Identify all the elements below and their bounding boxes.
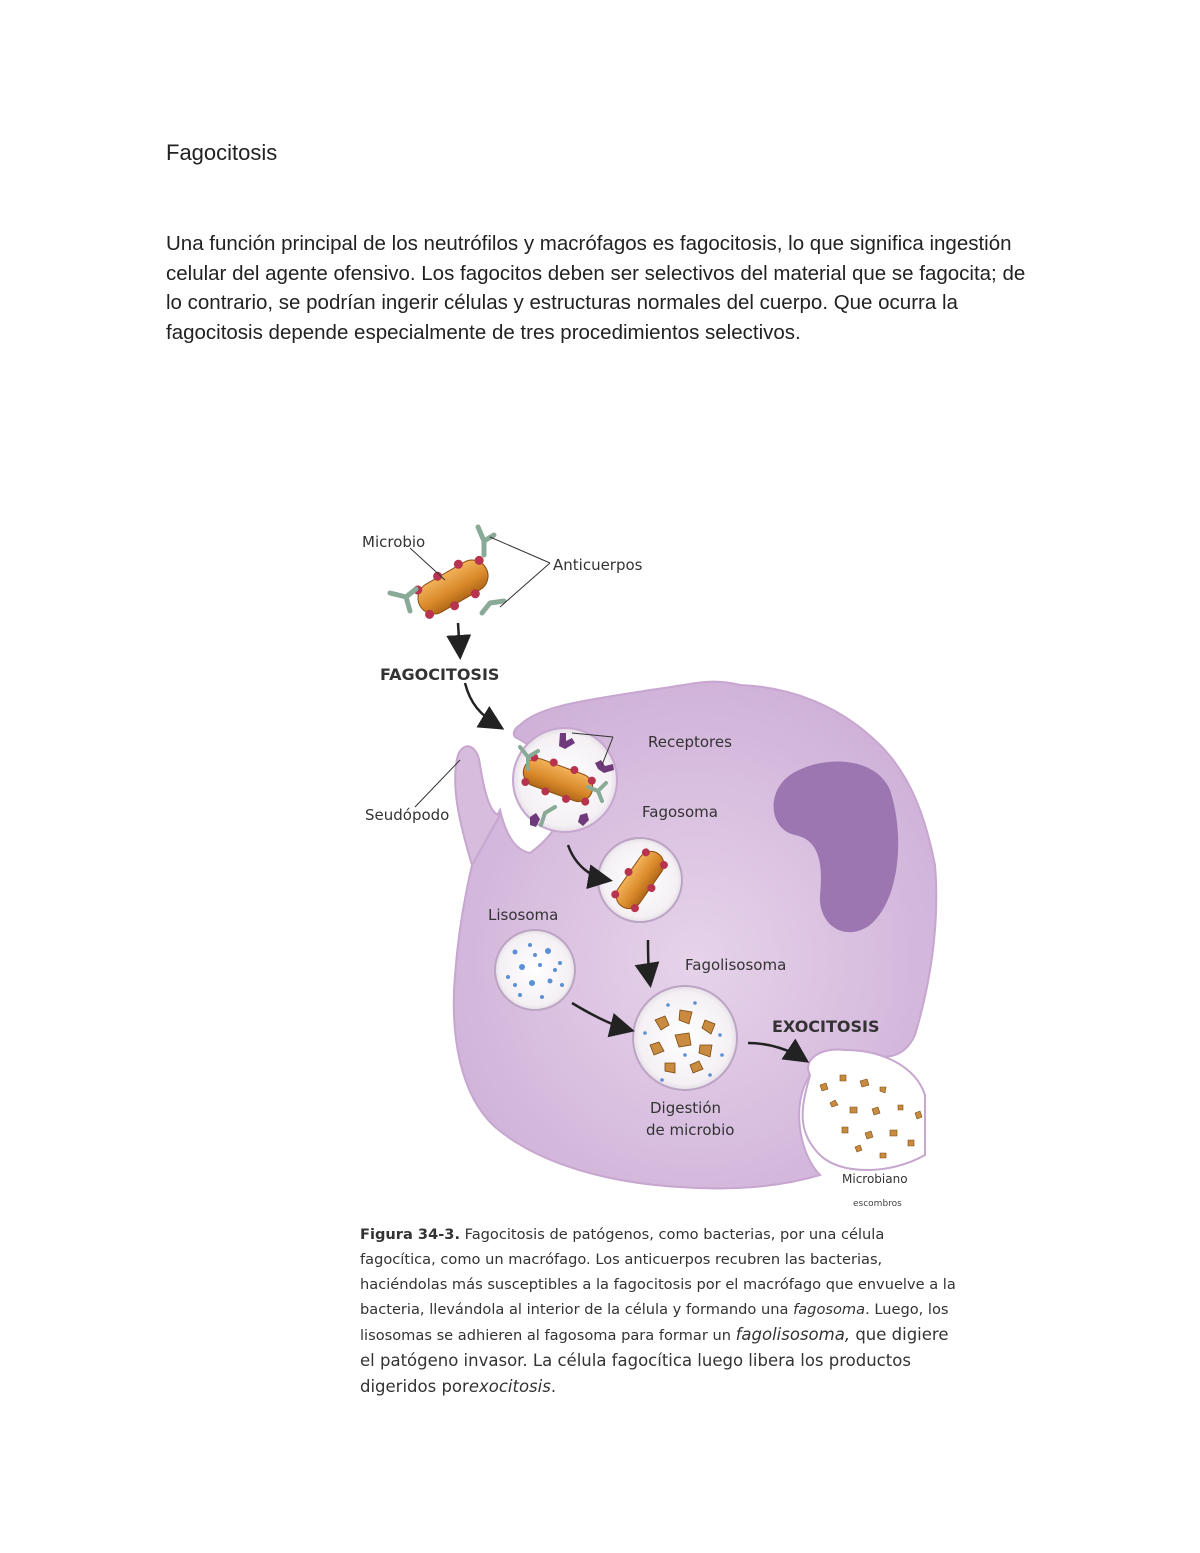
- caption-text-1: Fagocitosis de patógenos, como bacterias…: [360, 1226, 956, 1318]
- caption-lead: Figura 34-3.: [360, 1226, 460, 1243]
- label-digestion-line1: Digestión: [650, 1099, 721, 1117]
- label-microbio: Microbio: [362, 533, 425, 551]
- body-paragraph: Una función principal de los neutrófilos…: [166, 232, 1026, 344]
- caption-text-3: que digiere el patógeno invasor. La célu…: [360, 1325, 949, 1396]
- exocytosis-pocket: [801, 1048, 926, 1171]
- microbial-debris: [819, 1074, 923, 1159]
- caption-text-4: .: [550, 1377, 557, 1396]
- phagocytosis-diagram: Microbio Anticuerpos FAGOCITOSIS Recepto…: [362, 524, 938, 1209]
- caption-italic-2: fagolisosoma,: [735, 1325, 851, 1344]
- nucleus: [773, 761, 899, 933]
- figure-caption: Figura 34-3. Fagocitosis de patógenos, c…: [360, 1222, 960, 1400]
- lysosome: [494, 929, 576, 1011]
- caption-text-2: . Luego, los lisosomas se adhieren al fa…: [360, 1301, 949, 1344]
- free-microbe: [413, 555, 489, 619]
- label-lisosoma: Lisosoma: [488, 906, 558, 924]
- label-fagolisosoma: Fagolisosoma: [685, 956, 786, 974]
- pointer-lines: [409, 536, 614, 808]
- caption-italic-3: exocitosis: [468, 1377, 551, 1396]
- caption-italic-1: fagosoma: [793, 1301, 866, 1318]
- phagocytosis-figure: Microbio Anticuerpos FAGOCITOSIS Recepto…: [350, 515, 960, 1215]
- receptor-icons: [530, 733, 614, 827]
- label-microbiano: Microbiano: [842, 1172, 908, 1186]
- label-exocitosis: EXOCITOSIS: [772, 1017, 880, 1036]
- phagolysosome-dots: [643, 1001, 724, 1082]
- label-anticuerpos: Anticuerpos: [553, 556, 643, 574]
- antibody-icons: [518, 745, 608, 827]
- free-antibodies: [387, 524, 507, 616]
- phagosome-bacterium: [611, 848, 668, 913]
- label-digestion-line2: de microbio: [646, 1121, 734, 1139]
- page-title: Fagocitosis: [166, 140, 278, 165]
- pocket-bacterium: [521, 753, 596, 806]
- label-escombros: escombros: [853, 1199, 902, 1209]
- label-seudopodo: Seudópodo: [365, 806, 449, 824]
- process-arrows: [446, 622, 810, 1063]
- lysosome-dots: [506, 943, 564, 999]
- label-fagocitosis: FAGOCITOSIS: [380, 665, 499, 684]
- label-fagosoma: Fagosoma: [642, 803, 718, 821]
- pseudopod: [454, 745, 502, 868]
- label-receptores: Receptores: [648, 733, 732, 751]
- digested-fragments: [649, 1009, 716, 1074]
